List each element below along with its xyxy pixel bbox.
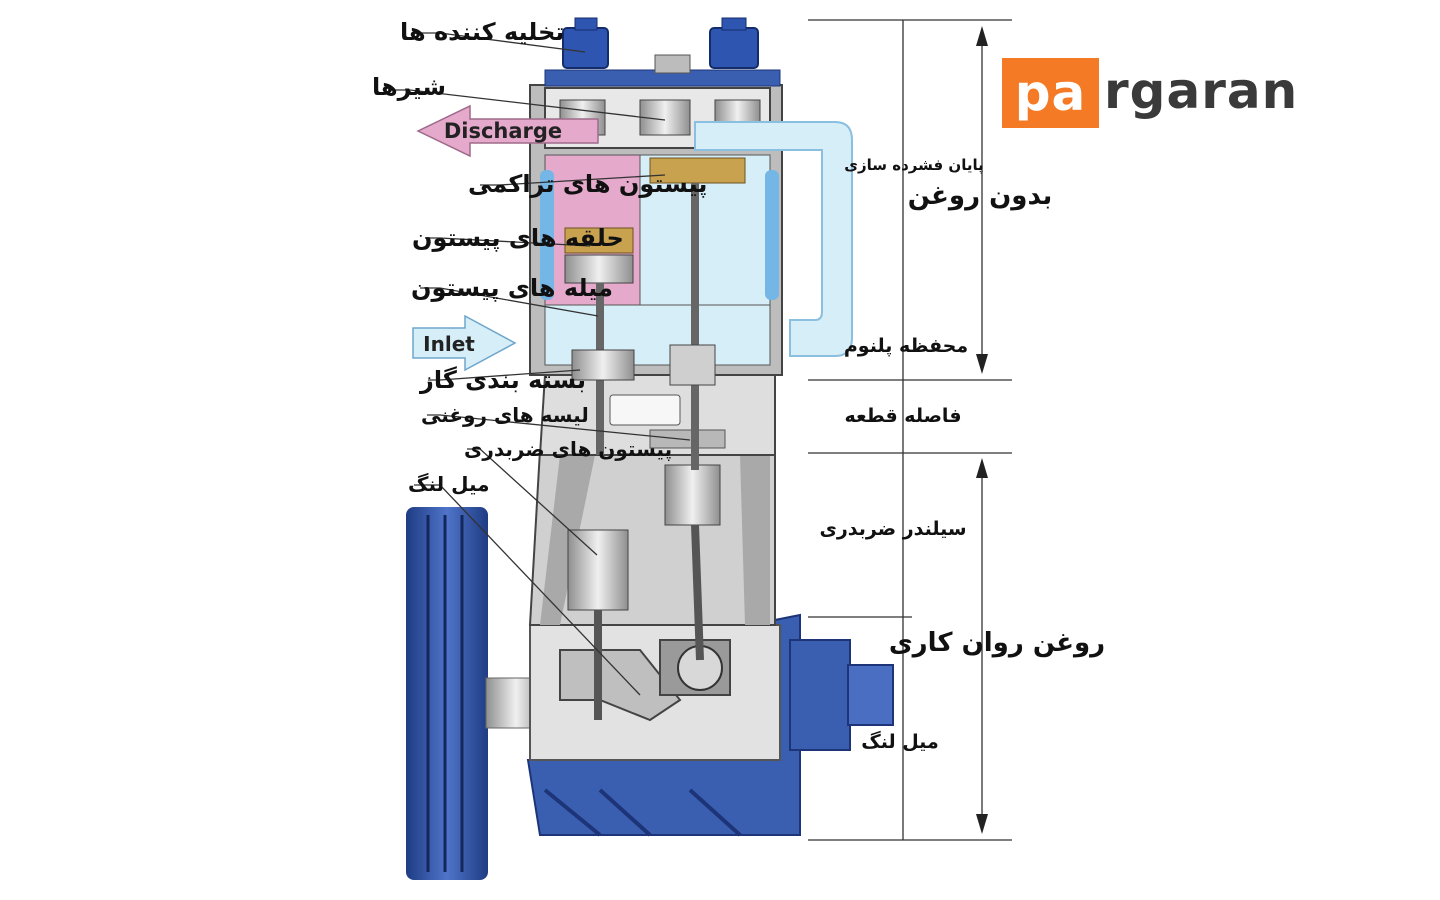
left-leader-lines [388, 32, 691, 696]
inlet-arrow: Inlet [412, 314, 517, 372]
logo-text: rgaran [1104, 62, 1299, 120]
discharge-pipe [694, 121, 853, 357]
right-dimension-lines [808, 19, 1012, 841]
label-gas-packing: بسته بندی گاز [419, 366, 586, 394]
right-labels: پایان فشرده سازی بدون روغن محفظه پلنوم ف… [819, 156, 1105, 753]
label-compression-pistons: پیستون های تراکمی [468, 170, 707, 198]
flywheel [406, 507, 547, 880]
label-compression-end: پایان فشرده سازی [844, 156, 984, 175]
label-valves: شیرها [372, 73, 446, 101]
label-crossheads: پیستون های ضربدری [464, 437, 672, 462]
label-oil-wipers: لیسه های روغنی [421, 403, 589, 427]
crosshead-frame [528, 449, 776, 720]
label-lubricated: روغن روان کاری [889, 628, 1105, 658]
logo-mark: pa [1002, 58, 1099, 128]
unloaders [562, 17, 759, 74]
discharge-label: Discharge [444, 119, 562, 143]
logo-text-accent: pa [1014, 64, 1087, 122]
inlet-label: Inlet [423, 332, 475, 356]
compressor-illustration [406, 17, 894, 880]
label-piston-rods: میله های پیستون [411, 274, 613, 302]
label-crankshaft-right: میل لنگ [861, 730, 938, 753]
discharge-arrow: Discharge [416, 104, 599, 158]
label-crankshaft-left: میل لنگ [408, 472, 490, 496]
label-crosshead-cylinder: سیلندر ضربدری [819, 518, 966, 540]
dimension-arrowheads [976, 26, 988, 834]
label-oil-free: بدون روغن [908, 181, 1052, 211]
label-distance-piece: فاصله قطعه [844, 405, 961, 427]
label-piston-rings: حلقه های پیستون [412, 224, 624, 252]
left-labels: تخلیه کننده ها شیرها پیستون های تراکمی ح… [372, 18, 707, 496]
label-unloaders: تخلیه کننده ها [400, 18, 564, 46]
crankcase [526, 613, 894, 837]
label-plenum: محفظه پلنوم [844, 335, 968, 357]
